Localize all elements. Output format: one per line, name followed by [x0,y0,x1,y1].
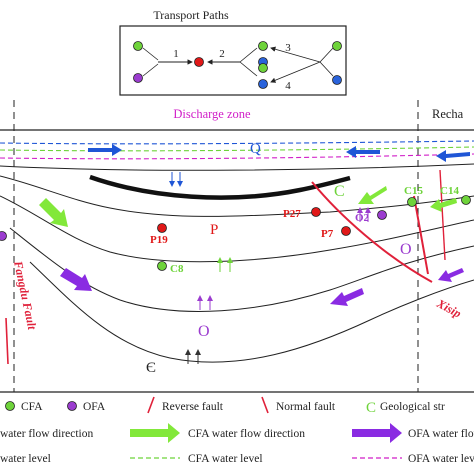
legend-reverse-fault-symbol [147,396,155,414]
legend-water-flow-label: water flow direction [0,428,93,440]
stratum-boundary-2 [0,195,474,263]
inset-link-far-right-upper [319,47,334,63]
well-c8-label: C8 [170,263,184,275]
cfa-flow-arrows [39,186,457,227]
well-c15-marker [407,197,417,207]
legend-ofa-marker [67,401,77,411]
well-c8-marker [157,261,167,271]
stratum-label-p: P [210,222,218,238]
well-p27-label: P27 [283,208,301,220]
inset-title: Transport Paths [153,8,229,22]
inset-label-4: 4 [285,80,291,92]
inset-cfa-node-left [133,41,143,51]
inset-blue-node-far-right [332,75,342,85]
inset-link-right-upper [239,47,258,63]
inset-link-right-lower [239,61,258,77]
inset-ofa-node-left [133,73,143,83]
discharge-zone-label: Discharge zone [173,107,251,121]
xisip-fault-line-east-2 [439,169,446,261]
stratum-label-o: O [198,323,210,340]
inset-cfa-node-far-right [332,41,342,51]
west-ofa-marker [0,231,7,241]
legend-geo-strata-symbol: C [366,400,376,416]
legend-ofa-flow-label: OFA water flow [408,428,474,440]
stratum-boundary-1 [0,175,474,217]
quaternary-base-line [0,163,474,171]
legend-cfa-label: CFA [21,401,43,413]
legend-geo-strata-label: Geological str [380,401,445,413]
well-c14-marker [461,195,471,205]
q-flow-arrow-east [436,150,470,162]
inset-frame [119,25,347,96]
legend: CFA OFA Reverse fault Normal fault C Geo… [0,396,474,465]
legend-reverse-fault-label: Reverse fault [162,401,224,413]
stratum-label-o-east: O [400,241,412,258]
inset-path-4-arrow [270,61,321,83]
fangdu-fault-label: Fangdu Fault [11,259,40,332]
cfa-flow-arrow-east [358,186,387,204]
legend-cfa-marker [5,401,15,411]
legend-normal-fault-symbol [261,396,269,414]
legend-ofa-level-label: OFA water level [408,453,474,465]
well-p7-marker [341,226,351,236]
fangdu-fault-line [5,317,9,365]
water-level-line [0,140,474,145]
cfa-flow-arrow-west [39,198,68,227]
well-p7-label: P7 [321,228,334,240]
legend-cfa-flow-label: CFA water flow direction [188,428,305,440]
inset-blue-node-right-bottom [258,79,268,89]
well-c15-label: C15 [404,185,423,197]
stratum-label-cambrian: Є [146,360,156,376]
ofa-water-level-line [0,153,474,160]
ofa-flow-arrows [60,268,464,306]
legend-cfa-flow-arrow [130,423,180,443]
inset-red-node [194,57,204,67]
cfa-flow-arrow-far-east [430,198,457,212]
inset-label-1: 1 [173,48,179,60]
well-p27-marker [311,207,321,217]
inset-label-3: 3 [285,42,291,54]
coal-seam [89,174,351,200]
inset-cfa-node-right-top [258,41,268,51]
well-p19-marker [157,223,167,233]
q-flow-arrow-right [346,146,380,158]
legend-ofa-flow-arrow [352,423,402,443]
inset-cfa-node-right-mid [258,63,268,73]
xisip-fault-line [311,181,433,283]
well-p19-label: P19 [150,234,168,246]
inset-link-upper-left [142,47,159,61]
xisip-fault-label: Xisip [434,296,464,321]
inset-link-lower-left [142,63,159,77]
ofa-flow-arrow-west [60,268,92,291]
well-o2-marker [377,210,387,220]
inset-link-far-right-lower [319,61,334,77]
ofa-flow-arrow-far-east [438,268,464,282]
legend-ofa-label: OFA [83,401,106,413]
well-c14-label: C14 [440,185,459,197]
q-flow-arrow-left [88,144,122,156]
recharge-zone-label: Recha [432,107,464,121]
inset-label-2: 2 [219,48,225,60]
inset-path-3-arrow [270,46,321,63]
legend-normal-fault-label: Normal fault [276,401,336,413]
ofa-flow-arrow-east [330,288,364,306]
stratum-boundary-4 [29,261,474,363]
legend-cfa-level-label: CFA water level [188,453,263,465]
quaternary-flow-arrows [88,144,470,162]
stratum-label-c: C [334,183,345,200]
transport-paths-inset: Transport Paths 1 2 3 4 [119,8,347,96]
xisip-fault-line-east [413,195,429,275]
legend-water-level-label: water level [0,453,51,465]
stratum-label-q: Q [250,141,261,157]
well-o2-label: O2 [355,212,370,224]
cfa-water-level-line [0,146,474,152]
